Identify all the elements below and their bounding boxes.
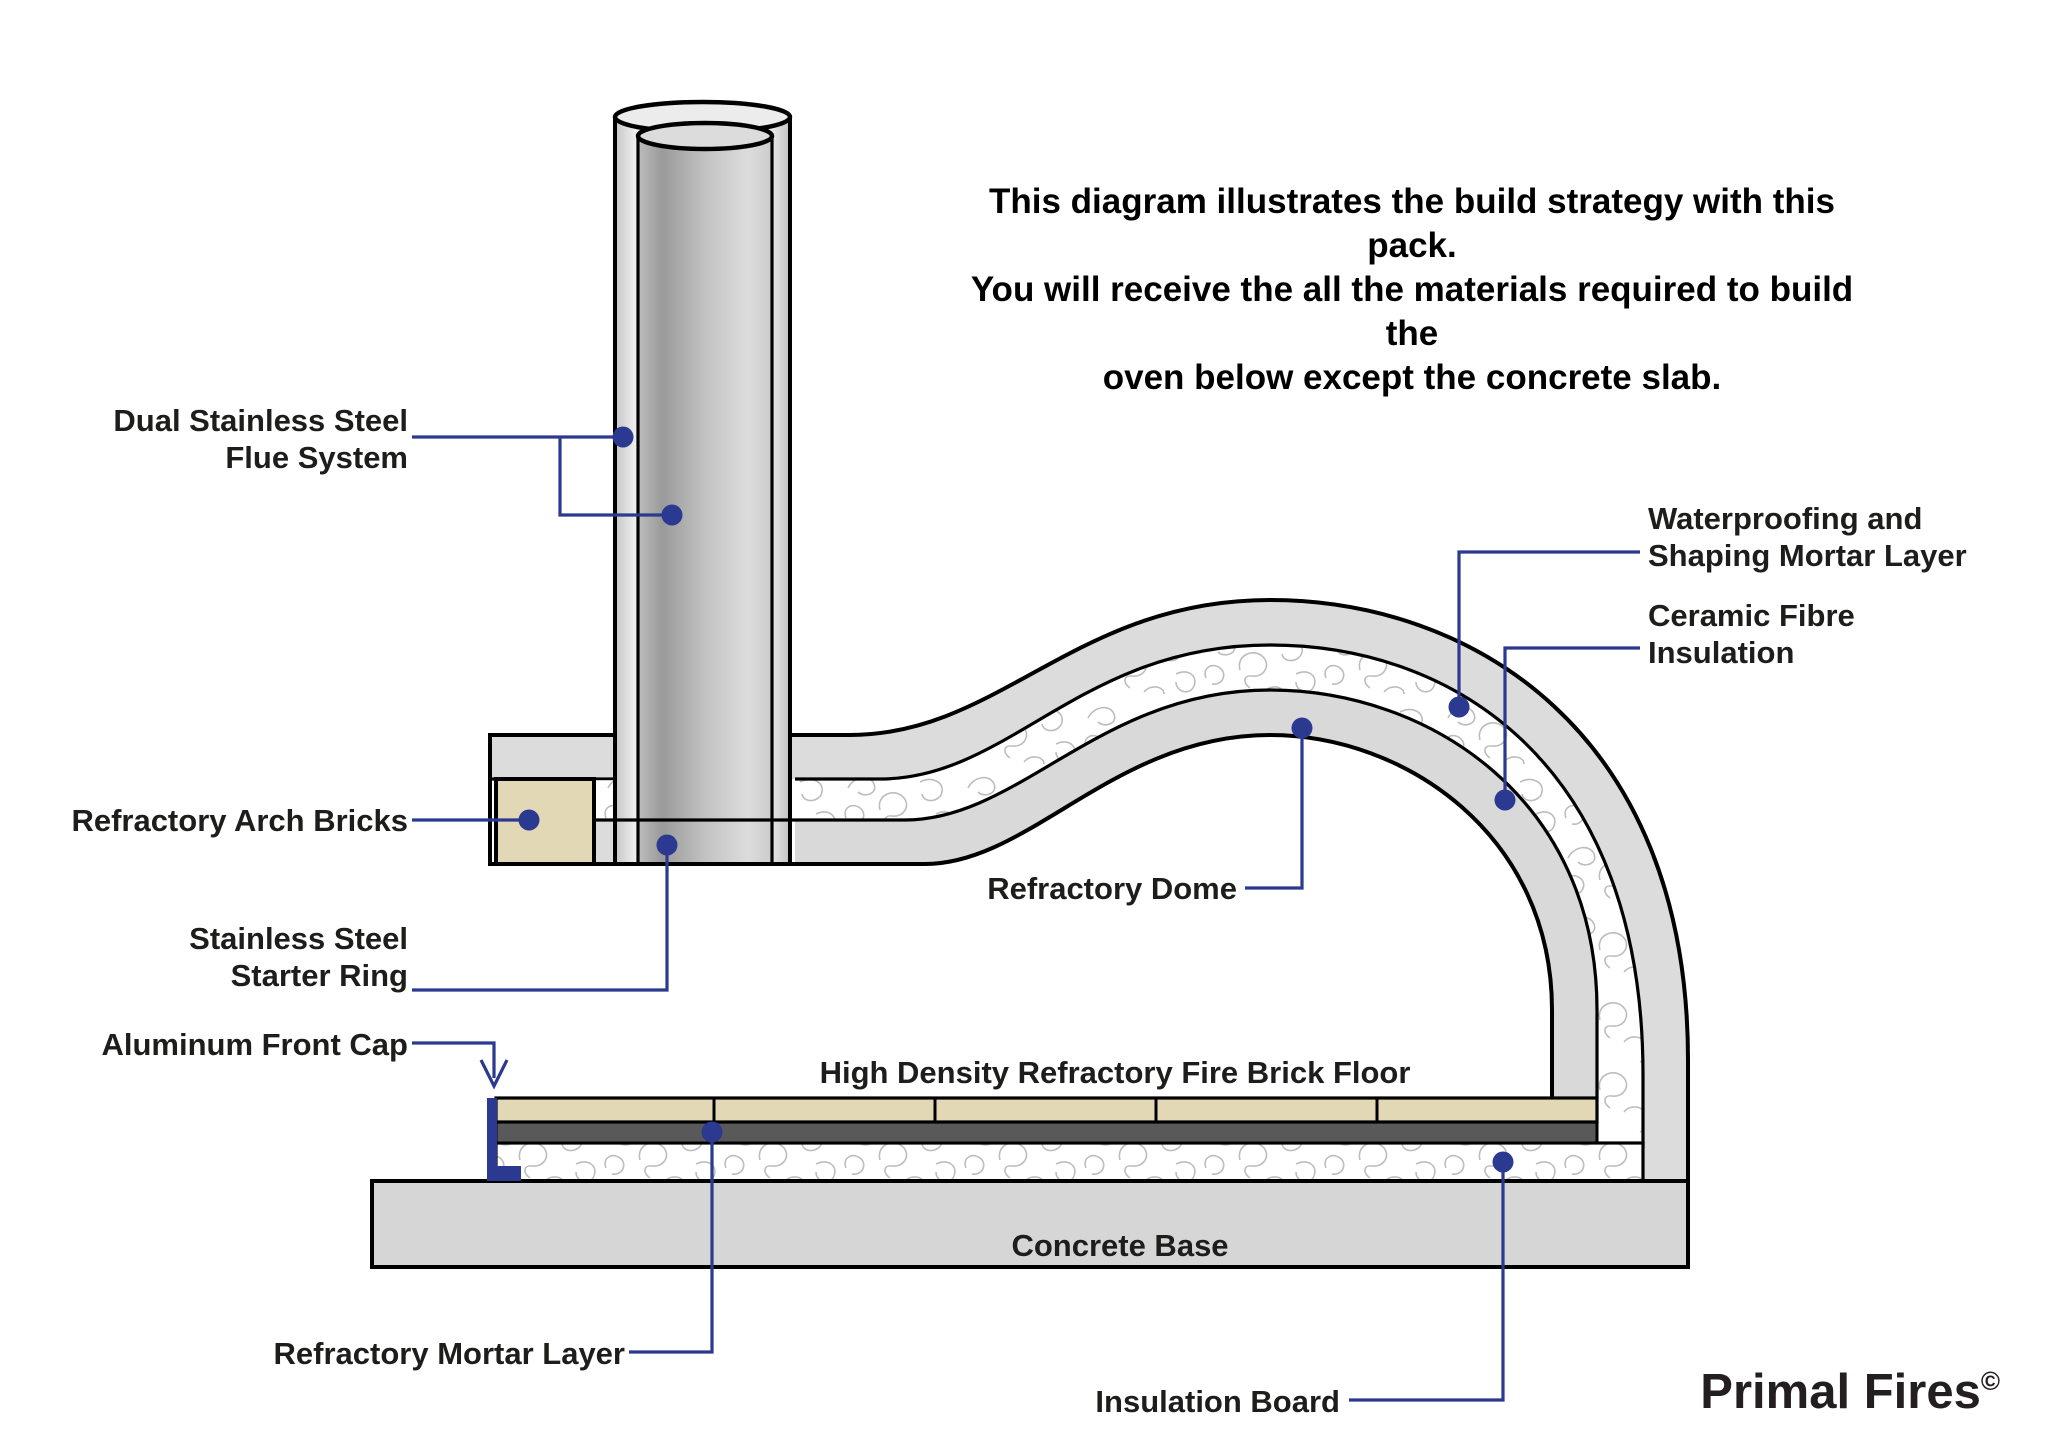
leader-insulation-board [1349,1170,1505,1402]
refractory-mortar-layer [494,1120,1599,1145]
leader-dual-flue-inner [558,437,662,517]
leader-waterproofing [1457,550,1640,699]
dot-arch-bricks [518,809,540,831]
dot-insulation-board [1492,1151,1514,1173]
leader-starter-ring [412,854,669,992]
brick-joints [712,1098,1379,1122]
marker-dots [518,426,1516,1173]
leader-ceramic-fibre [1503,646,1640,792]
label-refractory-dome: Refractory Dome [987,871,1237,906]
arch-insulation-strip [592,777,617,822]
label-arch-bricks: Refractory Arch Bricks [71,803,408,838]
leader-front-cap [412,1041,496,1078]
flue-walls [594,117,795,866]
floor-assembly [370,1096,1690,1269]
dot-flue-outer [612,426,634,448]
flue-inner-rim [635,120,775,152]
brand-logo: Primal Fires© [1620,1355,2000,1418]
fire-brick-floor-layer [494,1096,1599,1124]
label-waterproofing: Waterproofing and Shaping Mortar Layer [1648,501,1967,573]
dot-refractory-dome [1291,717,1313,739]
arch-gray-block [592,818,617,866]
flue-pipe [594,99,795,866]
dot-mortar-layer [701,1121,723,1143]
dot-waterproofing [1448,696,1470,718]
label-front-cap: Aluminum Front Cap [101,1027,408,1062]
label-ceramic-fibre: Ceramic Fibre Insulation [1648,598,1855,670]
leader-mortar-layer [629,1140,714,1354]
label-dual-flue: Dual Stainless Steel Flue System [113,403,408,475]
shelf-top-band [488,733,617,781]
dot-flue-inner [661,504,683,526]
aluminum-front-cap [487,1098,521,1181]
dome-inner-outline [795,732,1554,1098]
copyright-mark: © [1980,1366,2000,1396]
leader-refractory-dome [1245,736,1304,890]
dome-outer-outline [490,597,1690,1181]
concrete-base-slab [370,1179,1690,1269]
brand-logo-text: Primal Fires [1700,1365,1981,1419]
dome-mid1-outline [795,643,1645,1148]
dome-mid2-outline [795,688,1599,1098]
front-cap-arrowhead-icon [479,1059,509,1090]
leader-lines [412,435,1640,1402]
dome-ceramic-band [795,645,1643,1165]
arch-shelf [488,733,617,866]
label-concrete-base: Concrete Base [1011,1228,1229,1263]
label-mortar-layer: Refractory Mortar Layer [273,1336,625,1371]
dot-ceramic-fibre [1494,789,1516,811]
label-starter-ring: Stainless Steel Starter Ring [189,921,408,993]
flue-inner-tube [638,136,772,864]
label-insulation-board: Insulation Board [1095,1384,1340,1419]
label-fire-brick-floor: High Density Refractory Fire Brick Floor [819,1055,1411,1090]
insulation-board-layer [494,1141,1645,1183]
dot-starter-ring [656,834,678,856]
intro-text: This diagram illustrates the build strat… [970,182,1854,397]
